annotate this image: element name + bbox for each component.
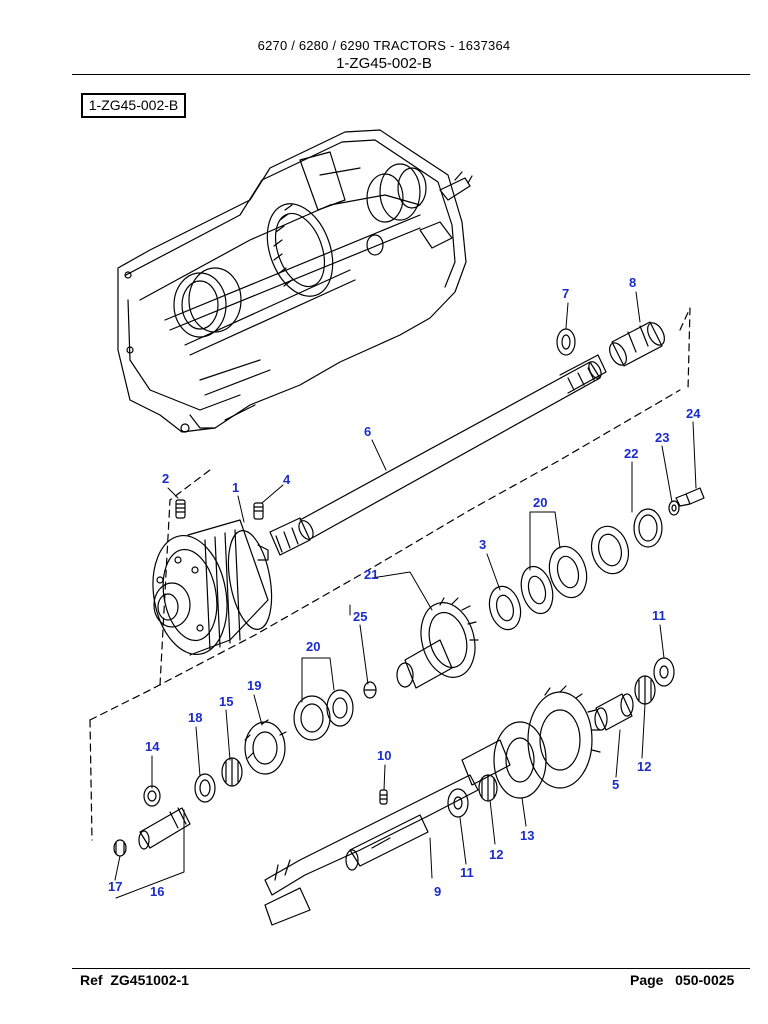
callout-11-lower: 11 xyxy=(460,865,474,880)
callout-24: 24 xyxy=(686,406,701,421)
part-16-shaft xyxy=(138,807,191,850)
callout-18: 18 xyxy=(188,710,202,725)
callout-15: 15 xyxy=(219,694,233,709)
callout-13: 13 xyxy=(520,828,534,843)
part-9-shift-shaft xyxy=(264,774,479,926)
callout-8: 8 xyxy=(629,275,636,290)
part-20-bearing-upper xyxy=(520,545,588,615)
part-5-sleeve xyxy=(594,693,634,731)
footer-page-label: Page xyxy=(630,972,664,988)
part-4-plug xyxy=(253,502,264,520)
callout-2: 2 xyxy=(162,471,169,486)
part-22-ring xyxy=(590,508,663,575)
catalog-subtitle: 1-ZG45-002-B xyxy=(336,55,432,72)
callout-21: 21 xyxy=(364,567,378,582)
part-8-coupling xyxy=(609,321,665,367)
part-11-washer-lower xyxy=(447,788,469,818)
header-divider xyxy=(72,74,750,75)
callout-11-upper: 11 xyxy=(652,608,666,623)
part-1-clutch-pack xyxy=(152,519,273,656)
callout-4: 4 xyxy=(283,472,291,487)
figure-reference-box: 1-ZG45-002-B xyxy=(81,93,186,118)
callout-12-lower: 12 xyxy=(489,847,503,862)
footer-ref-label: Ref xyxy=(80,972,103,988)
part-20-bearing-lower xyxy=(293,689,354,741)
callout-20-upper: 20 xyxy=(533,495,547,510)
callout-7: 7 xyxy=(562,286,569,301)
part-2-plug xyxy=(175,499,186,519)
part-14-washer xyxy=(143,785,161,807)
part-6-main-shaft xyxy=(269,354,607,556)
catalog-title: 6270 / 6280 / 6290 TRACTORS - 1637364 xyxy=(257,38,511,53)
footer-divider xyxy=(72,968,750,969)
part-3-bearing xyxy=(488,585,522,631)
callout-23: 23 xyxy=(655,430,669,445)
callout-labels: 7 8 6 2 1 4 24 23 22 20 3 21 25 11 20 19… xyxy=(108,275,701,899)
part-19-gear xyxy=(244,719,287,775)
part-13-gear xyxy=(461,685,601,799)
callout-6: 6 xyxy=(364,424,371,439)
part-23-washer xyxy=(668,500,680,516)
callout-12-upper: 12 xyxy=(637,759,651,774)
part-12-bearing-upper xyxy=(634,675,656,705)
callout-17: 17 xyxy=(108,879,122,894)
callout-10: 10 xyxy=(377,748,391,763)
footer-page: Page 050-0025 xyxy=(630,972,734,988)
callout-14: 14 xyxy=(145,739,160,754)
footer-ref: Ref ZG451002-1 xyxy=(80,972,189,988)
callout-16: 16 xyxy=(150,884,164,899)
part-24-bolt xyxy=(675,487,705,507)
callout-19: 19 xyxy=(247,678,261,693)
callout-9: 9 xyxy=(434,884,441,899)
callout-3: 3 xyxy=(479,537,486,552)
part-7-washer xyxy=(556,328,576,356)
callout-25: 25 xyxy=(353,609,367,624)
footer-ref-value: ZG451002-1 xyxy=(110,972,189,988)
callout-1: 1 xyxy=(232,480,239,495)
part-25-needle-bearing xyxy=(363,681,377,699)
callout-22: 22 xyxy=(624,446,638,461)
part-18-washer xyxy=(194,773,216,803)
part-12-bearing-lower xyxy=(478,774,498,802)
part-10-plug xyxy=(379,789,388,805)
part-21-gear xyxy=(396,597,479,689)
part-17-needle-bearing xyxy=(113,839,127,857)
callout-20-lower: 20 xyxy=(306,639,320,654)
footer-page-value: 050-0025 xyxy=(675,972,735,988)
part-11-washer-upper xyxy=(653,657,675,687)
callout-5: 5 xyxy=(612,777,619,792)
leader-lines xyxy=(114,291,697,899)
part-15-needle-bearing xyxy=(221,757,243,787)
transmission-housing-illustration xyxy=(117,129,473,433)
